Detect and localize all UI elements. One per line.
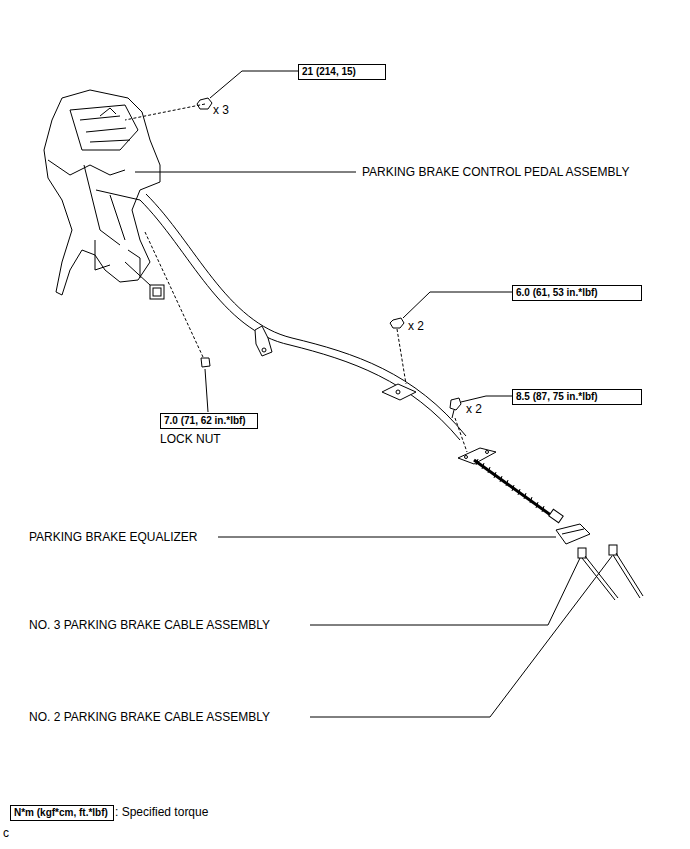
torque-box: 21 (214, 15) <box>298 64 386 80</box>
torque-legend-box: N*m (kgf*cm, ft.*lbf) <box>10 805 114 821</box>
part-name: NO. 2 PARKING BRAKE CABLE ASSEMBLY <box>29 710 270 724</box>
torque-box: 7.0 (71, 62 in.*lbf) <box>160 413 258 429</box>
legend-text: : Specified torque <box>115 805 208 819</box>
torque-value: 6.0 (61, 53 in.*lbf) <box>516 287 638 299</box>
torque-value: 7.0 (71, 62 in.*lbf) <box>164 415 254 427</box>
multiplier: x 2 <box>408 319 424 333</box>
part-name: LOCK NUT <box>160 432 221 446</box>
torque-value: 21 (214, 15) <box>302 66 382 78</box>
torque-value: 8.5 (87, 75 in.*lbf) <box>516 391 638 403</box>
multiplier: x 2 <box>466 402 482 416</box>
torque-value: N*m (kgf*cm, ft.*lbf) <box>14 807 110 819</box>
figure-code: c <box>3 826 9 840</box>
torque-box: 6.0 (61, 53 in.*lbf) <box>512 285 642 301</box>
torque-box: 8.5 (87, 75 in.*lbf) <box>512 389 642 405</box>
multiplier: x 3 <box>213 103 229 117</box>
part-name: PARKING BRAKE CONTROL PEDAL ASSEMBLY <box>362 165 629 179</box>
part-name: NO. 3 PARKING BRAKE CABLE ASSEMBLY <box>29 618 270 632</box>
part-name: PARKING BRAKE EQUALIZER <box>29 530 198 544</box>
